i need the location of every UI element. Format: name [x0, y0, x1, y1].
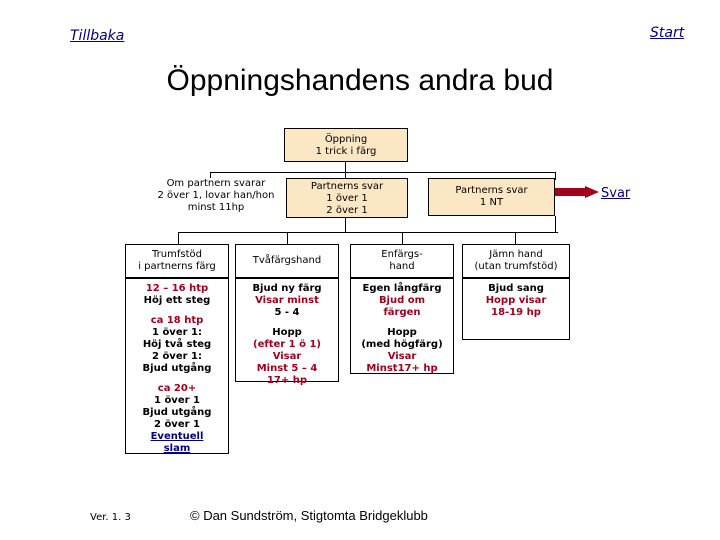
start-link[interactable]: Start: [650, 25, 685, 41]
column-header-one-suiter: Enfärgs- hand: [350, 244, 454, 278]
trump-item-line: Höj två steg: [142, 339, 212, 350]
column-header-balanced: Jämn hand (utan trumfstöd): [462, 244, 570, 278]
root-line-2: 1 trick i färg: [315, 146, 377, 157]
column-body-balanced: Bjud sang Hopp visar 18-19 hp: [462, 278, 570, 340]
two-suiter-line: Minst 5 – 4: [256, 363, 318, 374]
one-suiter-line: Hopp: [387, 327, 417, 338]
answer-link[interactable]: Svar: [601, 186, 631, 201]
trump-item-line: Bjud utgång: [142, 407, 212, 418]
header-line: Enfärgs-: [381, 249, 423, 260]
balanced-line: Bjud sang: [488, 283, 544, 294]
connector-col3: [402, 232, 403, 244]
root-line-1: Öppning: [324, 134, 368, 145]
one-suiter-line: Egen långfärg: [362, 283, 442, 294]
version-label: Ver. 1. 3: [90, 512, 131, 523]
trump-item-line: 12 – 16 htp: [145, 283, 209, 294]
copyright: © Dan Sundström, Stigtomta Bridgeklubb: [190, 508, 428, 523]
trump-item-line: Bjud utgång: [142, 363, 212, 374]
note-line-2: 2 över 1, lovar han/hon: [157, 190, 275, 201]
one-suiter-line: Visar: [387, 351, 417, 362]
one-suiter-line: färgen: [383, 307, 421, 318]
back-link[interactable]: Tillbaka: [70, 28, 125, 44]
header-line: hand: [389, 261, 415, 272]
two-suiter-line: Visar minst: [255, 295, 319, 306]
connector-root-down: [345, 162, 346, 172]
one-suiter-line: (med högfärg): [361, 339, 443, 350]
slam-link[interactable]: slam: [163, 443, 191, 454]
two-suiter-line: Visar: [272, 351, 302, 362]
response-line-3: 2 över 1: [326, 205, 368, 216]
trump-item-line: Höj ett steg: [143, 295, 211, 306]
trump-item-line: ca 18 htp: [150, 315, 204, 326]
root-box: Öppning 1 trick i färg: [284, 128, 408, 162]
connector-left-drop: [210, 172, 211, 180]
trump-item-line: 2 över 1: [154, 419, 200, 430]
trump-item-line: ca 20+: [157, 383, 197, 394]
two-suiter-line: Bjud ny färg: [252, 283, 322, 294]
header-line: (utan trumfstöd): [474, 261, 558, 272]
two-suiter-line: 5 - 4: [274, 307, 300, 318]
balanced-line: Hopp visar: [485, 295, 547, 306]
connector-middle-drop: [345, 172, 346, 180]
two-suiter-line: 17+ hp: [266, 375, 308, 386]
connector-col1: [178, 232, 179, 244]
connector-nt-down: [555, 216, 556, 232]
connector-columns-horizontal: [178, 232, 558, 233]
trump-item-line: 2 över 1:: [152, 351, 202, 362]
partner-2over1-note: Om partnern svarar 2 över 1, lovar han/h…: [146, 178, 286, 218]
column-body-trump-support: 12 – 16 htp Höj ett steg ca 18 htp 1 öve…: [125, 278, 229, 454]
one-suiter-line: Minst17+ hp: [366, 363, 438, 374]
header-line: i partnerns färg: [138, 261, 216, 272]
connector-col2: [287, 232, 288, 244]
connector-mid-down: [345, 218, 346, 232]
connector-top-horizontal: [210, 172, 555, 173]
note-line-3: minst 11hp: [187, 202, 245, 213]
header-line: Trumfstöd: [152, 249, 202, 260]
connector-right-drop: [555, 172, 556, 180]
partner-response-box: Partnerns svar 1 över 1 2 över 1: [286, 178, 408, 218]
two-suiter-line: Hopp: [272, 327, 302, 338]
column-header-trump-support: Trumfstöd i partnerns färg: [125, 244, 229, 278]
page-title: Öppningshandens andra bud: [166, 64, 554, 97]
column-body-one-suiter: Egen långfärg Bjud om färgen Hopp (med h…: [350, 278, 454, 374]
trump-item-line: 1 över 1: [154, 395, 200, 406]
nt-line-1: Partnerns svar: [455, 185, 528, 196]
connector-col4: [515, 232, 516, 244]
one-suiter-line: Bjud om: [378, 295, 426, 306]
column-header-two-suiter: Tvåfärgshand: [235, 244, 339, 278]
nt-line-2: 1 NT: [479, 197, 504, 208]
arrow-icon: [555, 186, 599, 198]
header-line: Tvåfärgshand: [252, 255, 322, 266]
column-body-two-suiter: Bjud ny färg Visar minst 5 - 4 Hopp (eft…: [235, 278, 339, 386]
trump-item-line: 1 över 1:: [152, 327, 202, 338]
response-line-1: Partnerns svar: [310, 181, 384, 192]
balanced-line: 18-19 hp: [491, 307, 541, 318]
note-line-1: Om partnern svarar: [166, 178, 266, 189]
slam-link[interactable]: Eventuell: [150, 431, 204, 442]
response-line-2: 1 över 1: [326, 193, 368, 204]
partner-1nt-box: Partnerns svar 1 NT: [428, 178, 555, 216]
two-suiter-line: (efter 1 ö 1): [253, 339, 321, 350]
header-line: Jämn hand: [489, 249, 543, 260]
